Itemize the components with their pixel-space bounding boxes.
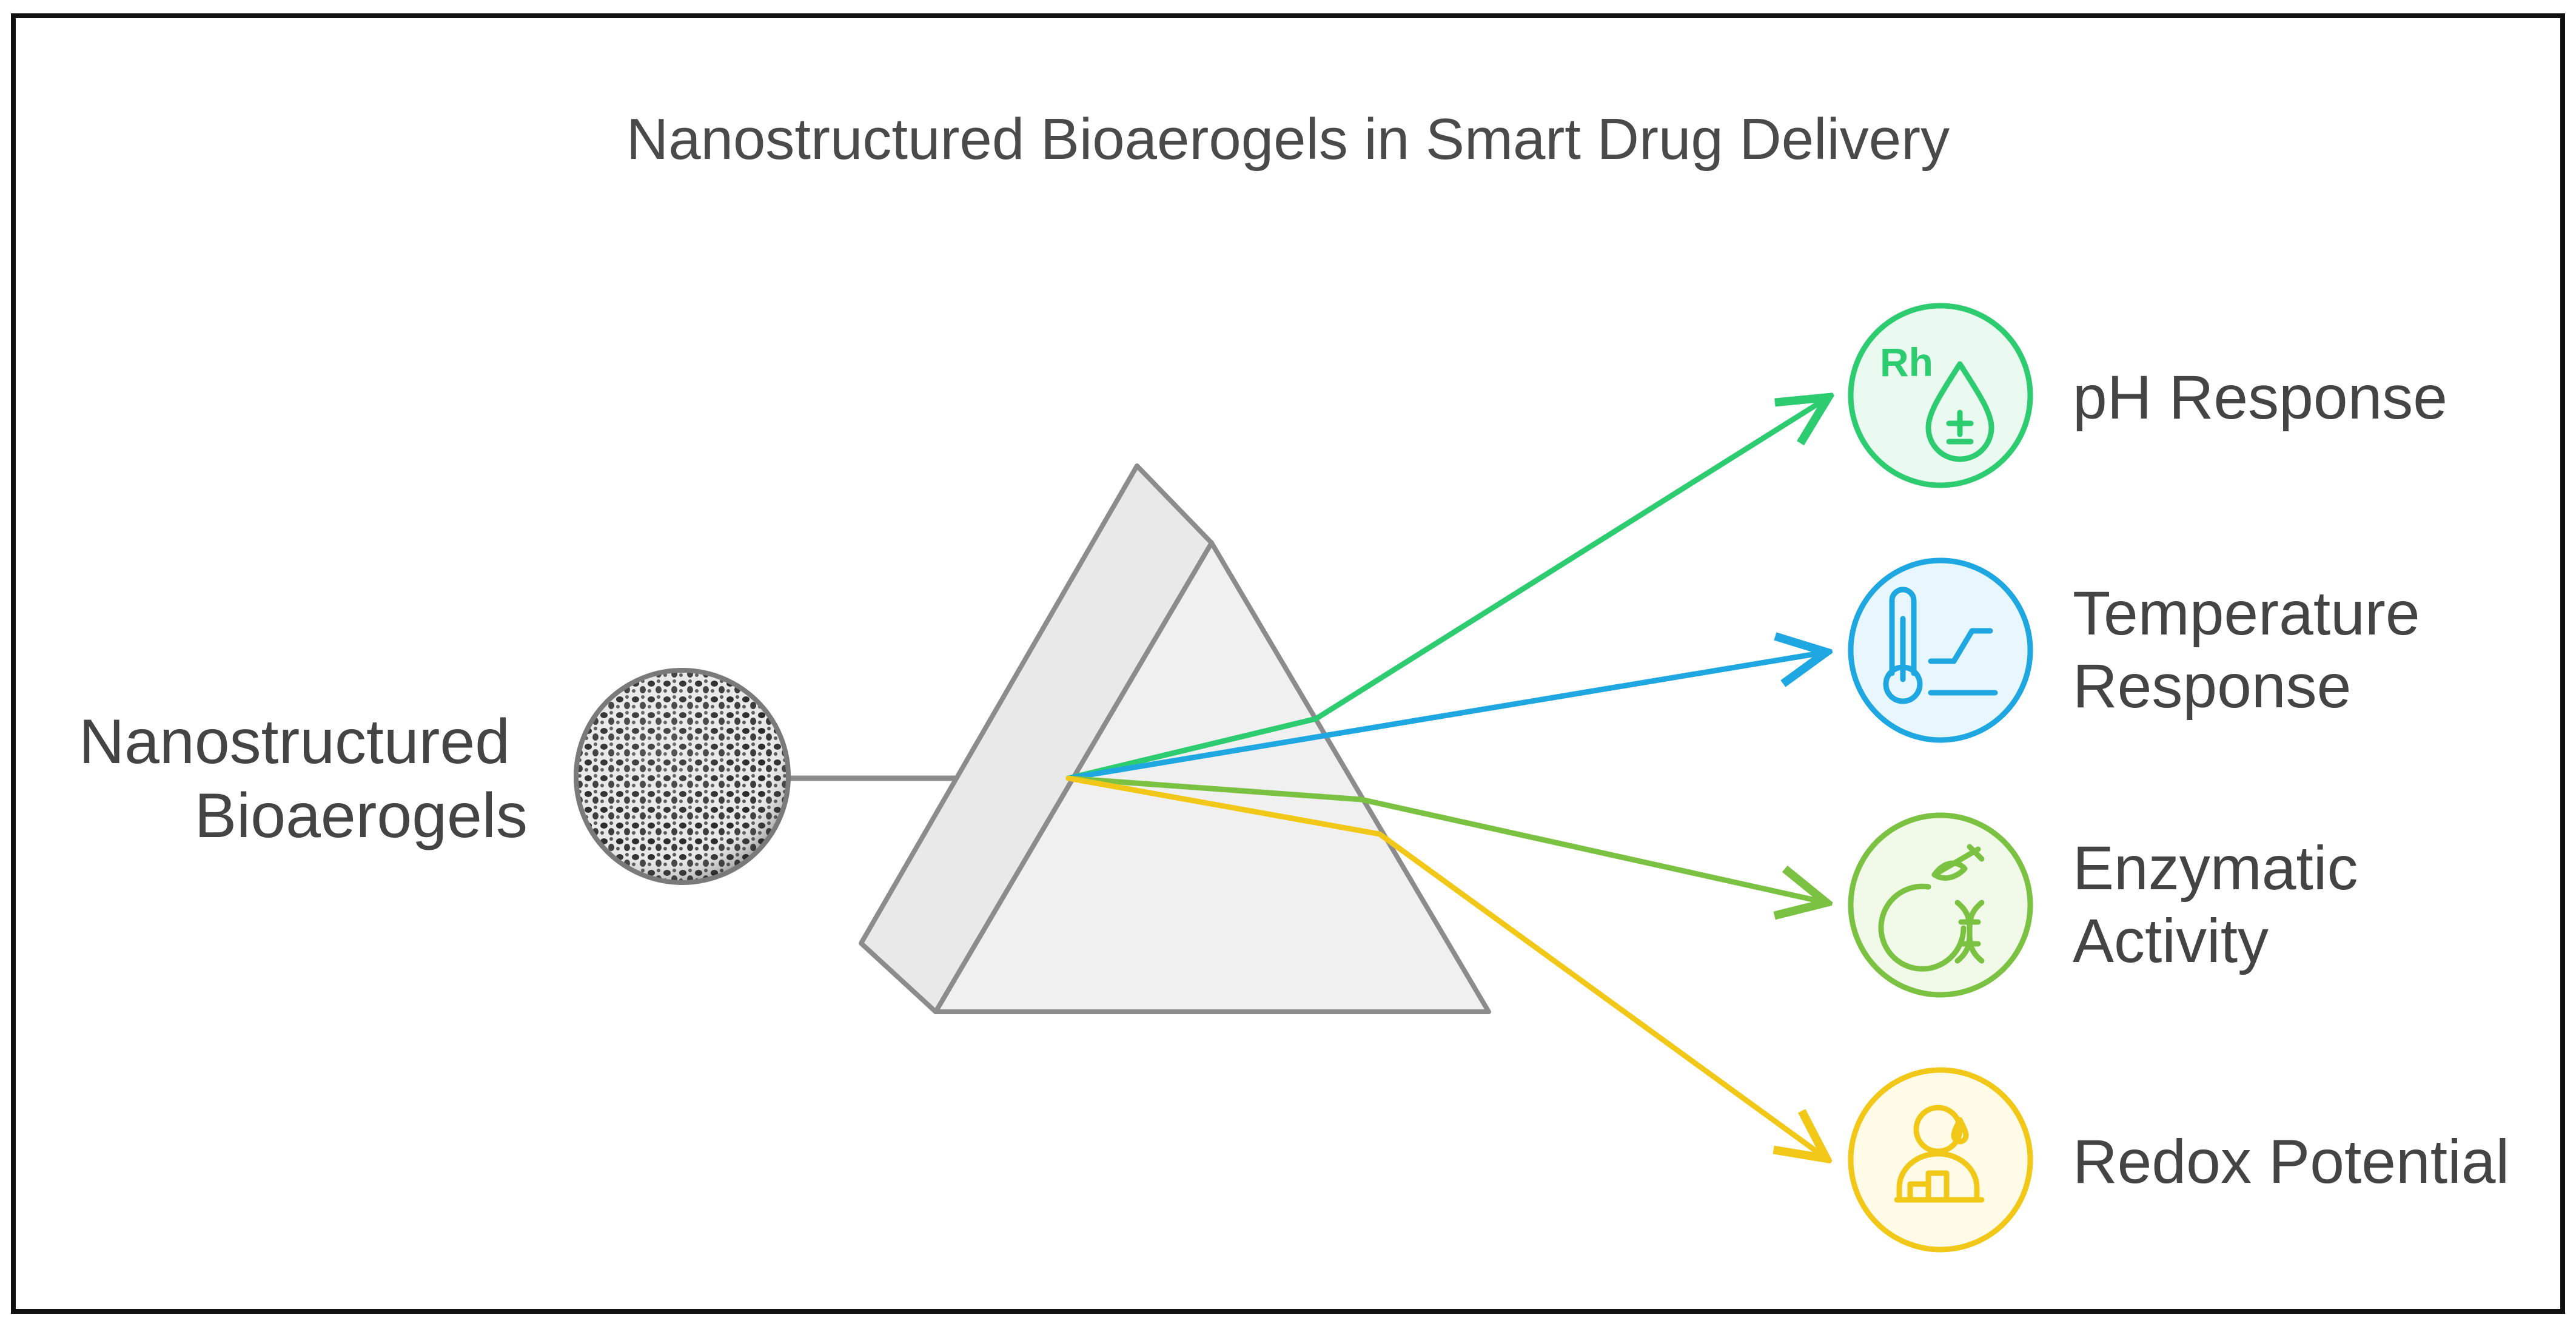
- source-label: Nanostructured Bioaerogels: [79, 707, 528, 851]
- diagram-title: Nanostructured Bioaerogels in Smart Drug…: [626, 107, 1950, 172]
- sphere-shading: [579, 673, 786, 880]
- source-label-line-1: Nanostructured: [79, 707, 510, 777]
- prism: [859, 463, 1491, 1014]
- output-temperature-circle: [1848, 557, 2033, 743]
- output-enzymatic-label-line-1: Enzymatic: [2073, 833, 2358, 903]
- output-ph-label: pH Response: [2073, 363, 2447, 432]
- output-rays: [1065, 397, 1828, 1159]
- redox-person-icon: [1894, 1105, 1985, 1203]
- output-redox-label-line-1: Redox Potential: [2073, 1127, 2509, 1196]
- output-temperature-label: Temperature Response: [2073, 579, 2437, 721]
- source-label-line-2: Bioaerogels: [195, 781, 528, 851]
- ray-ph: [1065, 397, 1828, 781]
- output-enzymatic-circle: [1848, 812, 2033, 998]
- output-redox-label: Redox Potential: [2073, 1127, 2509, 1196]
- diagram-frame: [11, 13, 2565, 1314]
- ray-temperature: [1065, 652, 1826, 781]
- enzyme-dna-icon: [1878, 844, 1985, 972]
- rh-droplet-icon: Rh: [1880, 340, 1994, 462]
- output-enzymatic-label: Enzymatic Activity: [2073, 833, 2375, 975]
- output-enzymatic-label-line-2: Activity: [2073, 906, 2269, 975]
- output-redox: Redox Potential: [1848, 1067, 2509, 1253]
- svg-text:Rh: Rh: [1880, 340, 1933, 385]
- ray-enzymatic: [1065, 775, 1826, 903]
- output-ph-label-line-1: pH Response: [2073, 363, 2447, 432]
- output-redox-circle: [1848, 1067, 2033, 1253]
- thermometer-icon: [1883, 587, 1998, 704]
- output-enzymatic: Enzymatic Activity: [1848, 812, 2375, 998]
- source-sphere: [574, 668, 791, 885]
- output-temperature-label-line-1: Temperature: [2073, 579, 2420, 648]
- output-ph: Rh pH Response: [1848, 303, 2447, 488]
- output-temperature: Temperature Response: [1848, 557, 2437, 743]
- ray-redox: [1065, 775, 1826, 1159]
- output-temperature-label-line-2: Response: [2073, 651, 2351, 721]
